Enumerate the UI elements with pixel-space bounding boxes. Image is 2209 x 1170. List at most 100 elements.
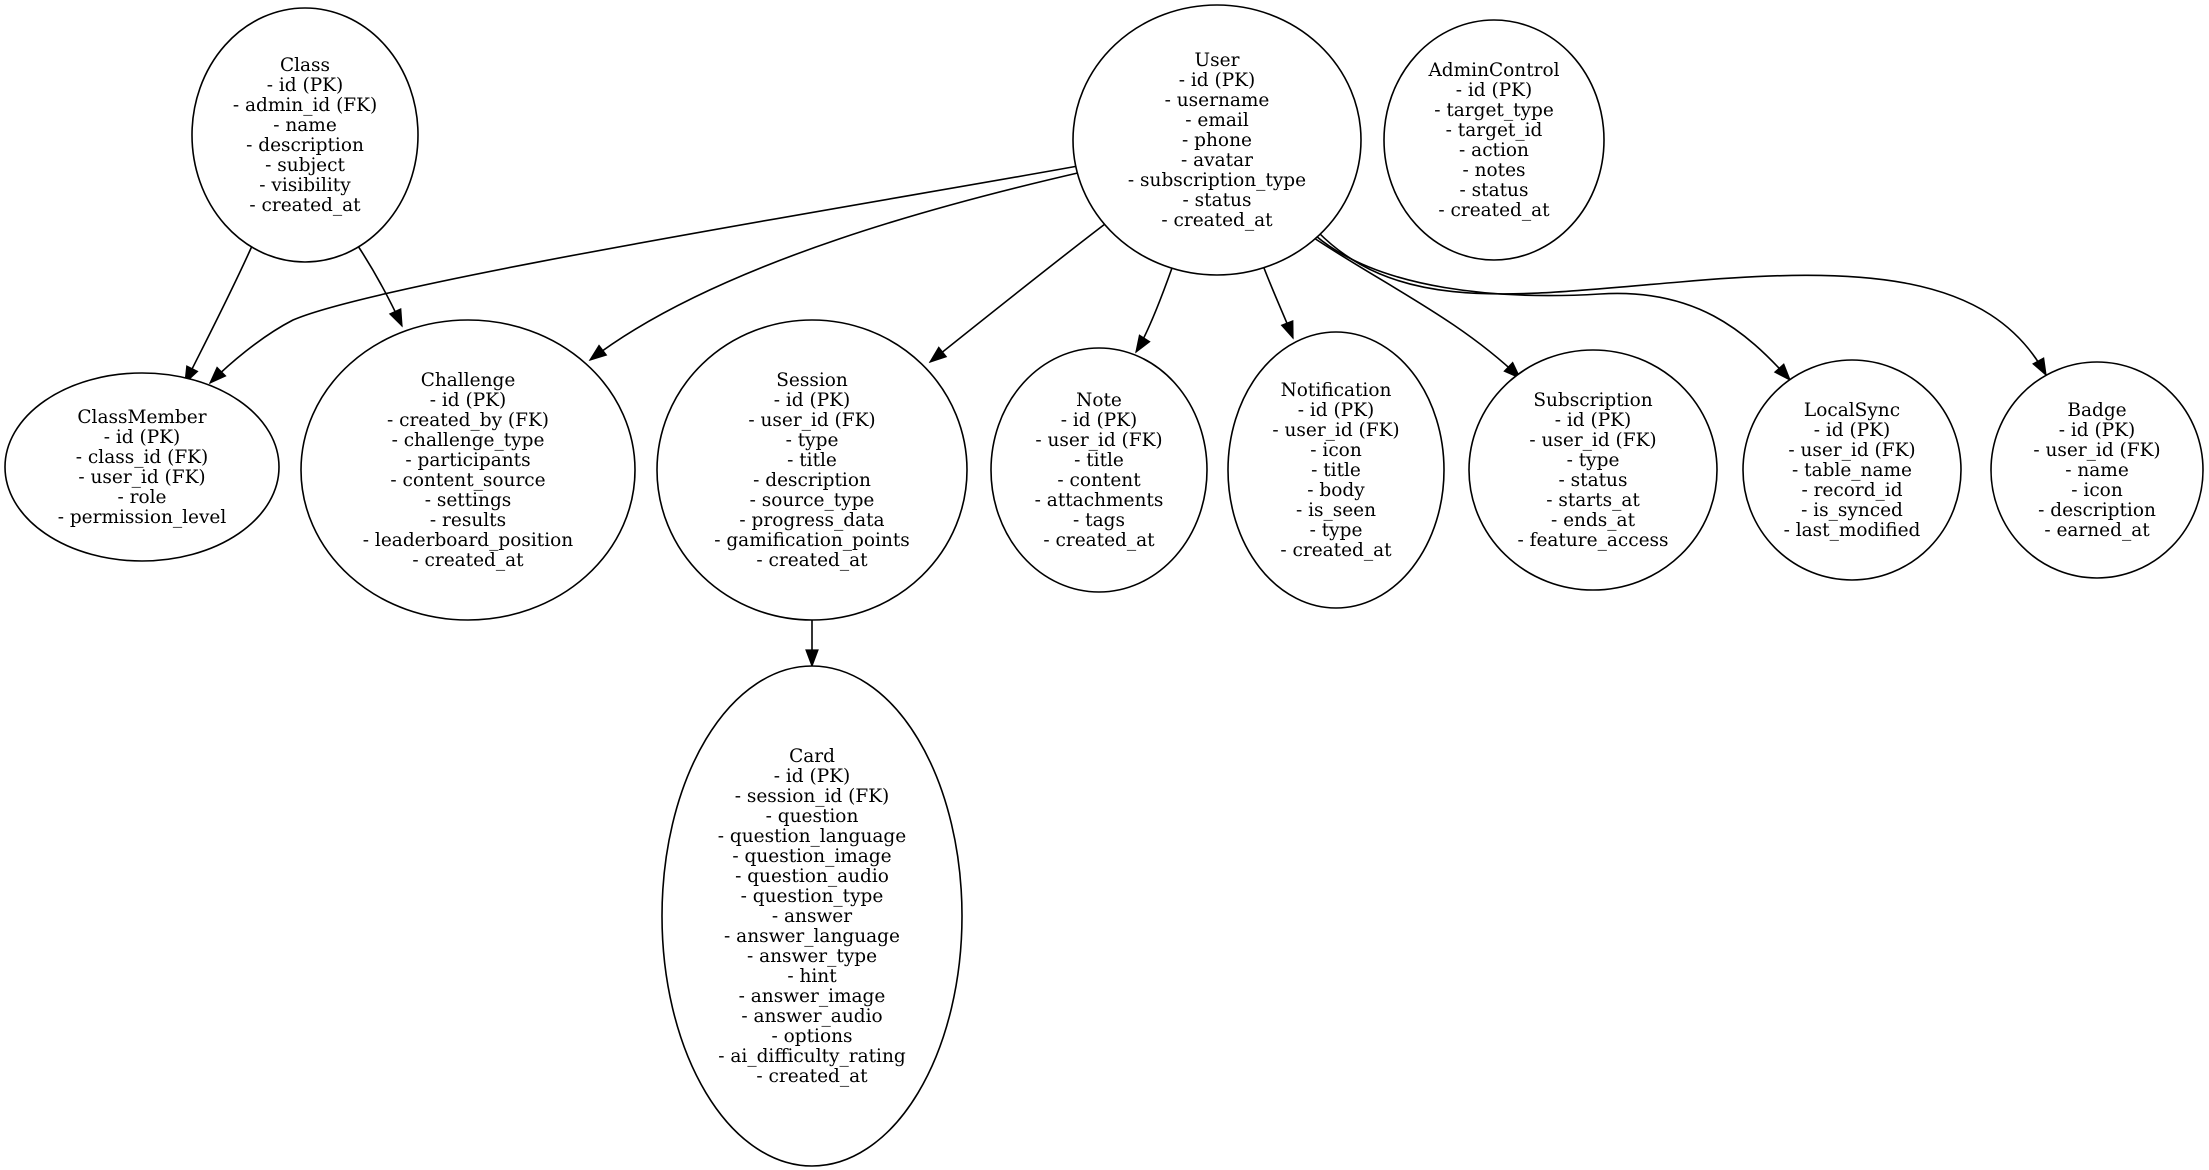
entity-ellipse <box>656 319 968 621</box>
arrowhead-card <box>805 649 819 668</box>
entity-field: - created_at <box>1043 530 1155 551</box>
entity-ellipse <box>1227 331 1445 609</box>
entity-title: Card <box>789 746 835 767</box>
entity-title: Badge <box>2067 400 2126 421</box>
entity-field: - session_id (FK) <box>735 786 890 807</box>
entity-field: - status <box>1183 190 1252 211</box>
entity-field: - starts_at <box>1546 490 1640 511</box>
entity-ellipse <box>1468 349 1718 591</box>
entity-field: - class_id (FK) <box>76 447 208 468</box>
entity-field: - answer_language <box>724 926 900 947</box>
entity-field: - answer_image <box>739 986 886 1007</box>
entity-title: Session <box>776 370 848 391</box>
entity-field: - id (PK) <box>1298 400 1374 421</box>
arrowhead-challenge <box>588 344 608 362</box>
entity-field: - type <box>1310 520 1363 541</box>
entity-title: Notification <box>1281 380 1392 401</box>
entity-node-class: Class- id (PK)- admin_id (FK)- name- des… <box>191 7 419 263</box>
entity-title: ClassMember <box>77 407 206 428</box>
arrowhead-subscription <box>1503 361 1522 380</box>
arrowhead-localsync <box>1773 363 1792 382</box>
entity-field: - user_id (FK) <box>78 467 205 488</box>
entity-title: AdminControl <box>1427 60 1559 81</box>
entity-ellipse <box>300 319 636 621</box>
entity-field: - visibility <box>259 175 351 196</box>
entity-field: - id (PK) <box>1814 420 1890 441</box>
arrowhead-note <box>1135 334 1151 354</box>
entity-ellipse <box>191 7 419 263</box>
edge-user-to-localsync <box>1315 235 1791 381</box>
entity-field: - id (PK) <box>1456 80 1532 101</box>
entity-field: - progress_data <box>739 510 884 531</box>
entity-field: - id (PK) <box>774 390 850 411</box>
entity-field: - action <box>1459 140 1529 161</box>
entity-ellipse <box>1742 359 1962 581</box>
entity-field: - created_at <box>249 195 361 216</box>
entity-field: - phone <box>1182 130 1252 151</box>
entity-field: - question_language <box>718 826 906 847</box>
entity-field: - status <box>1460 180 1529 201</box>
entity-field: - avatar <box>1181 150 1253 171</box>
entity-field: - earned_at <box>2044 520 2150 541</box>
entity-field: - name <box>2065 460 2129 481</box>
entity-ellipse <box>1072 4 1362 276</box>
entity-field: - participants <box>405 450 530 471</box>
entity-field: - created_by (FK) <box>387 410 549 431</box>
entity-field: - user_id (FK) <box>1272 420 1399 441</box>
entity-field: - challenge_type <box>392 430 545 451</box>
entity-field: - answer_type <box>747 946 877 967</box>
entity-node-user: User- id (PK)- username- email- phone- a… <box>1072 4 1362 276</box>
entity-field: - name <box>273 115 337 136</box>
entity-field: - content_source <box>390 470 545 491</box>
entity-field: - email <box>1185 110 1249 131</box>
edge-user-to-challenge <box>589 171 1083 361</box>
edge-user-to-badge <box>1317 231 2047 376</box>
edge-user-to-classmember <box>209 165 1079 384</box>
entity-ellipse <box>990 347 1208 593</box>
entity-field: - created_at <box>412 550 524 571</box>
entity-title: Note <box>1076 390 1122 411</box>
entity-field: - id (PK) <box>1179 70 1255 91</box>
entity-title: Subscription <box>1533 390 1652 411</box>
entity-field: - id (PK) <box>430 390 506 411</box>
entity-field: - table_name <box>1792 460 1912 481</box>
edge-class-to-classmember <box>184 245 253 384</box>
arrowhead-challenge <box>388 308 403 328</box>
entity-field: - description <box>2038 500 2156 521</box>
entity-title: User <box>1195 50 1240 71</box>
entity-node-challenge: Challenge- id (PK)- created_by (FK)- cha… <box>300 319 636 621</box>
entity-field: - is_seen <box>1296 500 1376 521</box>
entity-field: - options <box>771 1026 852 1047</box>
edge-user-to-session <box>929 223 1106 363</box>
edges-layer <box>184 165 2047 668</box>
entity-node-classmember: ClassMember- id (PK)- class_id (FK)- use… <box>4 372 280 562</box>
entity-field: - type <box>786 430 839 451</box>
entity-field: - created_at <box>756 550 868 571</box>
entity-title: Challenge <box>421 370 516 391</box>
entity-field: - description <box>246 135 364 156</box>
entity-field: - user_id (FK) <box>1035 430 1162 451</box>
entity-field: - subject <box>265 155 345 176</box>
entity-ellipse <box>1990 361 2204 579</box>
arrowhead-notification <box>1280 320 1294 340</box>
entity-field: - icon <box>2071 480 2123 501</box>
entity-field: - body <box>1307 480 1365 501</box>
entity-field: - results <box>430 510 506 531</box>
entity-field: - admin_id (FK) <box>233 95 377 116</box>
entity-node-notification: Notification- id (PK)- user_id (FK)- ico… <box>1227 331 1445 609</box>
entity-field: - source_type <box>750 490 875 511</box>
entity-field: - type <box>1567 450 1620 471</box>
entity-field: - hint <box>787 966 837 987</box>
entity-field: - last_modified <box>1784 520 1921 541</box>
entity-title: LocalSync <box>1804 400 1900 421</box>
entity-field: - id (PK) <box>267 75 343 96</box>
entity-field: - title <box>787 450 837 471</box>
entity-node-card: Card- id (PK)- session_id (FK)- question… <box>661 665 963 1167</box>
entity-field: - ai_difficulty_rating <box>718 1046 906 1067</box>
entity-field: - role <box>118 487 167 508</box>
entity-field: - description <box>753 470 871 491</box>
entity-title: Class <box>280 55 330 76</box>
entity-field: - question_audio <box>735 866 889 887</box>
entity-node-admincontrol: AdminControl- id (PK)- target_type- targ… <box>1383 19 1605 261</box>
